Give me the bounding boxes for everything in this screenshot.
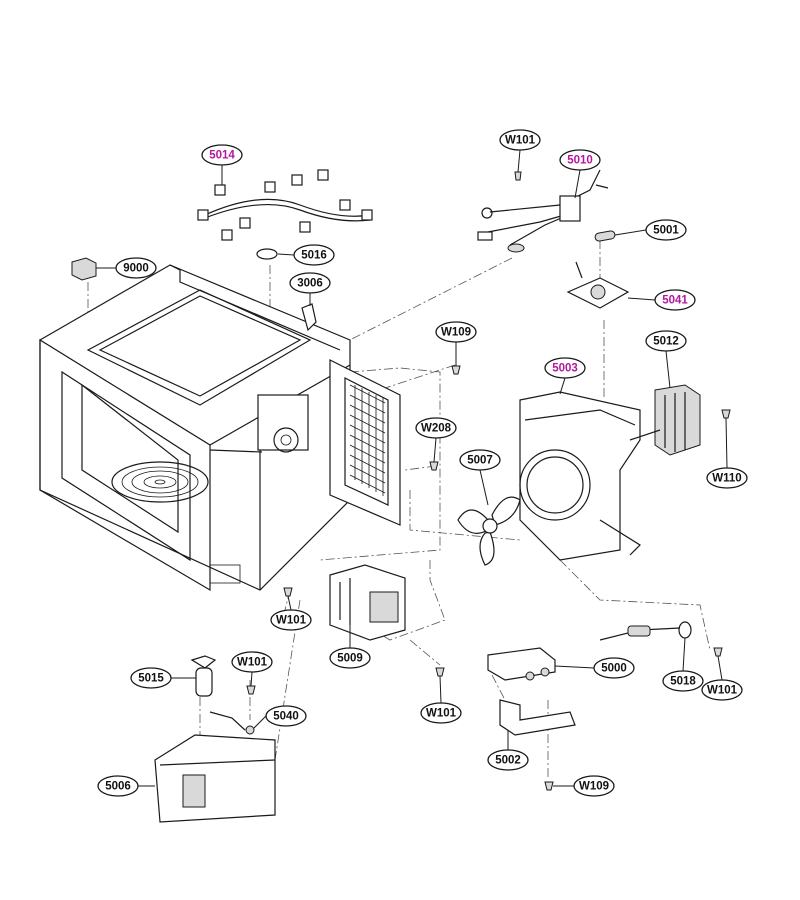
callout-bubble-5006 xyxy=(97,775,139,797)
high-voltage-transformer xyxy=(329,564,406,641)
callout-label-5002: 5002 xyxy=(495,755,521,767)
callout-label-w109b: W109 xyxy=(579,781,609,793)
callout-bubble-w109b xyxy=(573,775,615,797)
leader-line-w101e xyxy=(439,675,442,704)
cord-assembly xyxy=(477,169,609,253)
leader-line-5003 xyxy=(559,377,566,395)
callout-bubble-w110 xyxy=(706,467,748,489)
screws xyxy=(245,171,731,791)
callout-bubble-w109a xyxy=(435,321,477,343)
callout-bubble-5018 xyxy=(662,670,704,692)
leader-line-w110 xyxy=(725,417,728,469)
fan-motor xyxy=(629,384,701,456)
callout-label-5016: 5016 xyxy=(301,250,327,262)
callout-label-w101b: W101 xyxy=(276,615,307,627)
wire-harness xyxy=(197,169,373,241)
leader-line-5000 xyxy=(554,665,595,669)
callout-bubble-5012 xyxy=(645,330,687,352)
callout-label-5018: 5018 xyxy=(670,676,696,688)
part-9000 xyxy=(71,257,97,281)
callout-bubble-5007 xyxy=(459,449,501,471)
callout-label-5012: 5012 xyxy=(653,336,679,348)
callout-bubble-5041 xyxy=(654,289,696,311)
callout-bubble-5014 xyxy=(201,144,243,166)
callout-label-5009: 5009 xyxy=(337,653,363,665)
callout-bubble-5002 xyxy=(487,749,529,771)
cavity-assembly xyxy=(39,264,351,592)
callout-label-w101: W101 xyxy=(505,135,536,147)
callout-bubble-w101c xyxy=(231,651,273,673)
callout-bubble-w101b xyxy=(270,609,312,631)
leader-line-5040 xyxy=(253,715,267,729)
fuse xyxy=(594,230,616,242)
callout-bubble-5040 xyxy=(265,705,307,727)
callout-label-5010: 5010 xyxy=(567,155,593,167)
leader-line-w208 xyxy=(433,437,437,463)
callout-label-5041: 5041 xyxy=(662,295,688,307)
callout-label-9000: 9000 xyxy=(123,263,149,275)
callout-label-w208: W208 xyxy=(421,423,452,435)
leader-line-w101d xyxy=(717,655,723,681)
callout-label-5007: 5007 xyxy=(467,455,493,467)
callout-bubble-5010 xyxy=(559,149,601,171)
noise-filter-board xyxy=(566,261,630,309)
callout-bubble-5015 xyxy=(130,667,172,689)
callout-bubble-w101 xyxy=(499,129,541,151)
callout-bubble-5000 xyxy=(593,657,635,679)
callout-bubble-w101d xyxy=(701,679,743,701)
diode xyxy=(599,621,692,641)
leader-line-w101 xyxy=(517,149,521,173)
capacitor xyxy=(487,647,556,681)
leader-line-5016 xyxy=(277,253,295,256)
callout-bubble-w208 xyxy=(415,417,457,439)
fan-duct xyxy=(519,391,641,561)
leader-line-5018 xyxy=(682,637,686,672)
small-parts-top xyxy=(256,248,317,332)
callout-bubble-5016 xyxy=(293,244,335,266)
callout-label-5003: 5003 xyxy=(552,363,578,375)
callout-label-w101c: W101 xyxy=(237,657,268,669)
leader-line-w101c xyxy=(250,671,253,687)
callout-bubble-5001 xyxy=(645,219,687,241)
callout-label-5006: 5006 xyxy=(105,781,131,793)
leader-line-5012 xyxy=(665,350,671,389)
leader-line-5001 xyxy=(614,229,647,236)
callout-label-5040: 5040 xyxy=(273,711,299,723)
callout-bubble-3006 xyxy=(289,272,331,294)
lower-assembly xyxy=(154,655,276,823)
callout-bubble-w101e xyxy=(420,702,462,724)
callout-bubble-9000 xyxy=(115,257,157,279)
leader-line-5007 xyxy=(479,469,489,506)
fan-blade xyxy=(457,496,521,566)
callout-label-w101e: W101 xyxy=(426,708,457,720)
leader-line-5010 xyxy=(574,169,581,199)
callout-label-3006: 3006 xyxy=(297,278,323,290)
callout-label-5015: 5015 xyxy=(138,673,164,685)
callout-label-w109a: W109 xyxy=(441,327,471,339)
callout-label-w110: W110 xyxy=(712,473,741,485)
callout-bubble-5003 xyxy=(544,357,586,379)
rear-panel xyxy=(329,359,401,526)
leader-line-w101b xyxy=(287,595,292,611)
capacitor-bracket xyxy=(499,699,576,736)
callout-label-5000: 5000 xyxy=(601,663,627,675)
callout-label-5001: 5001 xyxy=(653,225,679,237)
callout-label-w101d: W101 xyxy=(707,685,738,697)
callout-bubble-5009 xyxy=(329,647,371,669)
callout-label-5014: 5014 xyxy=(209,150,235,162)
leader-line-5041 xyxy=(627,297,656,301)
